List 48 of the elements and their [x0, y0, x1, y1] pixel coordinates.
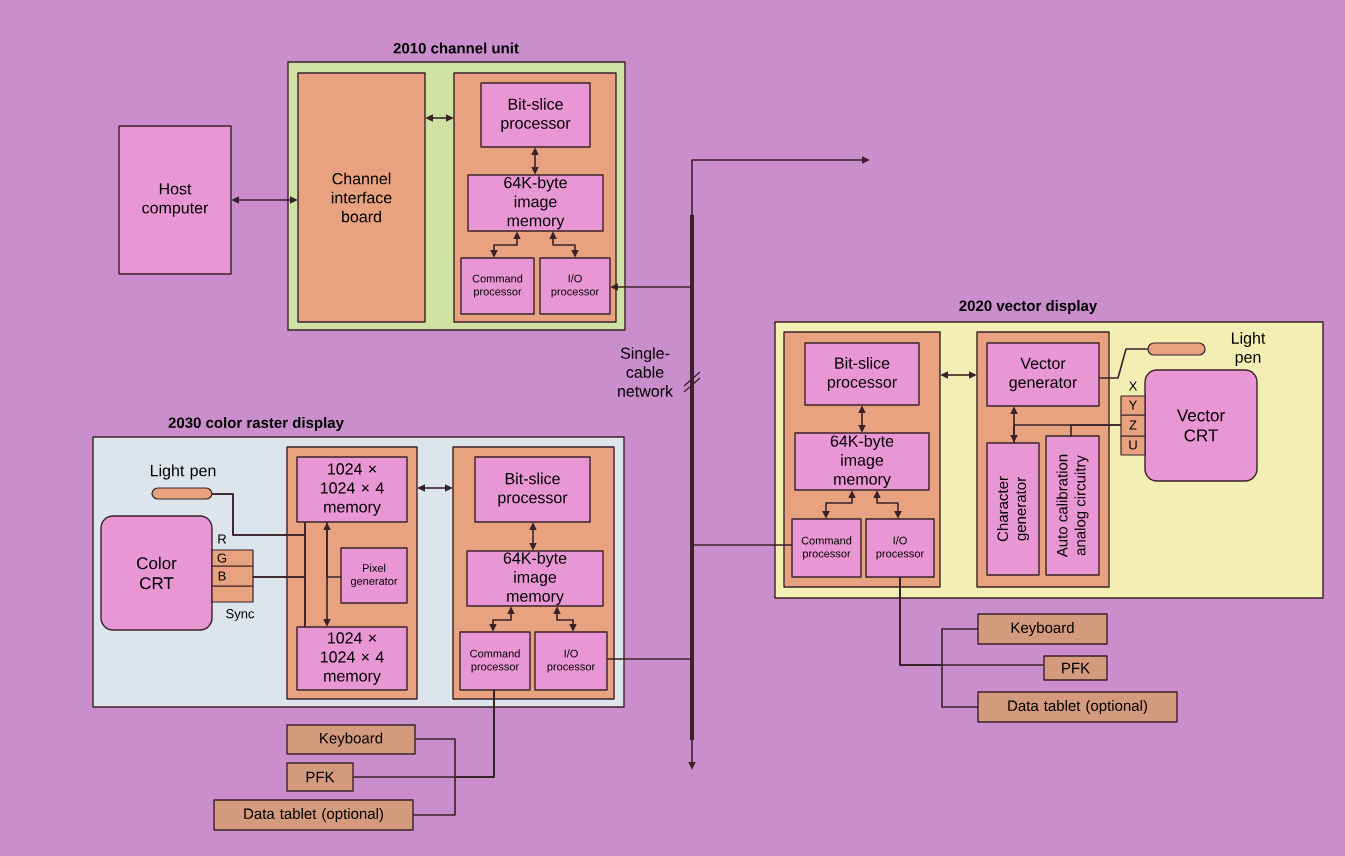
signal-label: R	[218, 534, 227, 544]
light-pen: Light pen	[1147, 332, 1266, 366]
process-box: Auto calibration analog circuitry	[1045, 435, 1100, 576]
process-box: Bit-slice processor	[474, 456, 591, 523]
process-box: I/O processor	[534, 631, 608, 691]
signal-label: U	[1129, 440, 1137, 450]
connector	[1070, 424, 1122, 437]
network-label: Single-cable network	[618, 347, 673, 397]
device-box: PFK	[1043, 655, 1108, 681]
connector	[412, 689, 495, 816]
signal-label: Sync	[226, 609, 255, 621]
device-box: PFK	[286, 762, 354, 792]
process-box: Command processor	[791, 518, 862, 578]
connector	[693, 544, 793, 546]
process-box: Pixel generator	[340, 547, 408, 604]
device-box: Keyboard	[977, 613, 1108, 645]
process-box: Host computer	[118, 125, 232, 275]
connector	[326, 521, 342, 578]
process-box: 64K-byte image memory	[467, 174, 604, 232]
node-label: 2020 vector display	[959, 300, 1098, 314]
process-box: Character generator	[986, 442, 1040, 576]
process-box: 1024 × 1024 × 4 memory	[296, 626, 408, 691]
node-label: 2010 channel unit	[393, 42, 519, 54]
process-box: 64K-byte image memory	[794, 432, 930, 491]
process-box: Bit-slice processor	[480, 82, 591, 148]
connector	[606, 658, 691, 660]
process-box: 1024 × 1024 × 4 memory	[296, 456, 408, 523]
connector	[1098, 348, 1149, 379]
process-box: Vector generator	[986, 342, 1100, 407]
process-box: Command processor	[460, 257, 535, 315]
circuit-board: Channel interface board	[297, 72, 426, 323]
connector	[252, 576, 306, 628]
process-box: 64K-byte image memory	[466, 550, 604, 607]
signal-label: Y	[1128, 400, 1138, 410]
node-label: 2030 color raster display	[168, 417, 344, 431]
node-label: Light pen	[150, 464, 216, 480]
device-box: Data tablet (optional)	[213, 799, 414, 831]
signal-label: Z	[1129, 420, 1137, 430]
connector	[899, 576, 979, 708]
device-box: Keyboard	[286, 724, 416, 755]
process-box: I/O processor	[865, 518, 935, 578]
signal-label: X	[1128, 381, 1138, 391]
process-box: Command processor	[459, 631, 531, 691]
node-label: Light pen	[1231, 332, 1266, 366]
process-box: Bit-slice processor	[804, 342, 920, 406]
light-pen: Light pen	[150, 464, 216, 500]
process-box: I/O processor	[539, 257, 611, 315]
device-box: Data tablet (optional)	[977, 691, 1178, 723]
